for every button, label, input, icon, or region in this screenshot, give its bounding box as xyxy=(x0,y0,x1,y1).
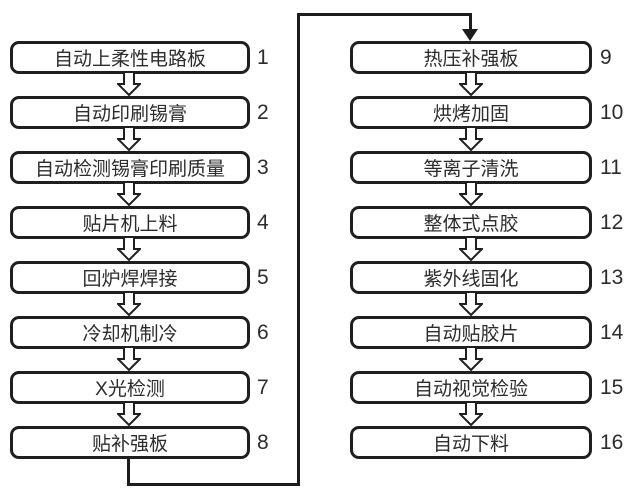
step-label: 自动视觉检验 xyxy=(413,379,528,400)
connector-line-segment xyxy=(127,455,130,486)
down-arrow-icon xyxy=(117,347,141,371)
flow-step-box-7: X光检测 xyxy=(10,371,250,404)
step-label: 贴补强板 xyxy=(91,434,168,455)
step-label: 自动贴胶片 xyxy=(423,324,519,345)
step-number: 14 xyxy=(600,321,624,344)
flow-step-box-4: 贴片机上料 xyxy=(10,206,250,239)
flow-step-box-9: 热压补强板 xyxy=(350,41,592,74)
step-label: 等离子清洗 xyxy=(423,159,519,180)
down-arrow-icon xyxy=(459,292,483,316)
down-arrow-icon xyxy=(459,237,483,261)
flow-step-box-1: 自动上柔性电路板 xyxy=(10,41,250,74)
flow-step-box-6: 冷却机制冷 xyxy=(10,316,250,349)
down-arrow-icon xyxy=(459,72,483,96)
step-label: X光检测 xyxy=(95,379,165,400)
down-arrow-icon xyxy=(117,182,141,206)
step-label: 回炉焊焊接 xyxy=(82,269,178,290)
flow-step-box-10: 烘烤加固 xyxy=(350,96,592,129)
flow-step-box-2: 自动印刷锡膏 xyxy=(10,96,250,129)
connector-line-segment xyxy=(297,13,300,486)
flow-step-box-14: 自动贴胶片 xyxy=(350,316,592,349)
flow-step-box-11: 等离子清洗 xyxy=(350,151,592,184)
down-arrow-icon xyxy=(117,237,141,261)
step-number: 4 xyxy=(257,211,269,234)
down-arrow-icon xyxy=(459,347,483,371)
step-label: 冷却机制冷 xyxy=(82,324,178,345)
step-label: 自动下料 xyxy=(432,434,509,455)
step-label: 热压补强板 xyxy=(423,49,519,70)
flow-step-box-13: 紫外线固化 xyxy=(350,261,592,294)
step-number: 6 xyxy=(257,321,269,344)
step-number: 15 xyxy=(600,376,624,399)
connector-line-segment xyxy=(127,483,300,486)
flow-step-box-16: 自动下料 xyxy=(350,426,592,459)
step-label: 自动上柔性电路板 xyxy=(53,49,206,70)
down-arrow-icon xyxy=(117,292,141,316)
step-number: 8 xyxy=(257,431,269,454)
step-number: 16 xyxy=(600,431,624,454)
step-number: 1 xyxy=(257,46,269,69)
step-number: 11 xyxy=(600,156,622,179)
flow-step-box-5: 回炉焊焊接 xyxy=(10,261,250,294)
step-label: 紫外线固化 xyxy=(423,269,519,290)
flow-step-box-15: 自动视觉检验 xyxy=(350,371,592,404)
step-number: 13 xyxy=(600,266,624,289)
step-label: 自动检测锡膏印刷质量 xyxy=(34,159,225,180)
down-arrow-icon xyxy=(117,402,141,426)
down-arrow-icon xyxy=(117,127,141,151)
connector-line-segment xyxy=(469,13,472,31)
step-label: 自动印刷锡膏 xyxy=(72,104,187,125)
step-number: 5 xyxy=(257,266,269,289)
step-number: 3 xyxy=(257,156,269,179)
step-label: 烘烤加固 xyxy=(432,104,509,125)
step-number: 7 xyxy=(257,376,269,399)
step-number: 9 xyxy=(600,46,612,69)
down-arrow-icon xyxy=(117,72,141,96)
step-number: 10 xyxy=(600,101,624,124)
flow-step-box-8: 贴补强板 xyxy=(10,426,250,459)
down-arrow-icon xyxy=(459,402,483,426)
flow-step-box-3: 自动检测锡膏印刷质量 xyxy=(10,151,250,184)
step-number: 12 xyxy=(600,211,624,234)
down-arrow-icon xyxy=(459,182,483,206)
down-arrow-icon xyxy=(459,127,483,151)
step-label: 整体式点胶 xyxy=(423,214,519,235)
flow-step-box-12: 整体式点胶 xyxy=(350,206,592,239)
connector-arrowhead-icon xyxy=(462,29,478,41)
step-label: 贴片机上料 xyxy=(82,214,178,235)
connector-line-segment xyxy=(297,13,472,16)
step-number: 2 xyxy=(257,101,269,124)
